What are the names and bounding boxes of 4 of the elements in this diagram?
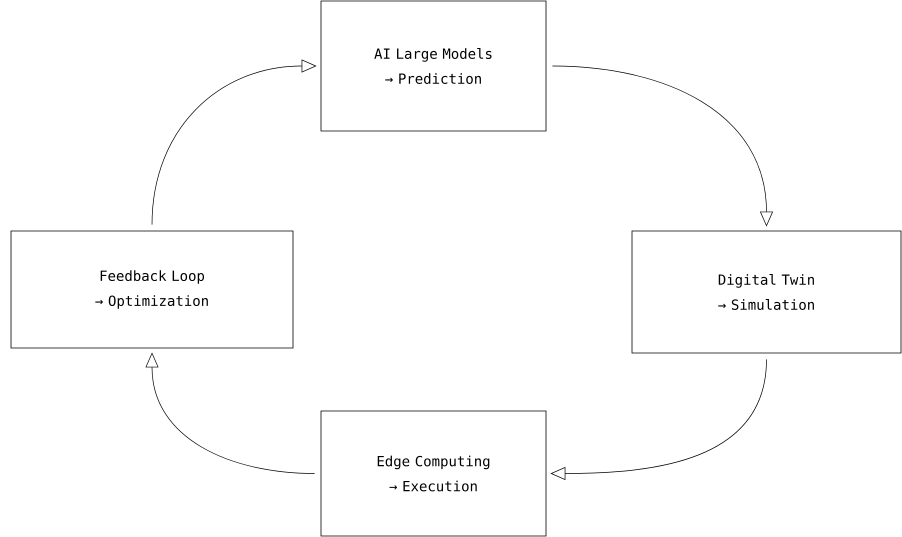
process-box: Digital Twin → Simulation <box>632 230 902 354</box>
process-box: Edge Computing → Execution <box>320 410 546 536</box>
process-box: AI Large Models → Prediction <box>320 0 546 132</box>
process-box: Feedback Loop → Optimization <box>10 230 294 348</box>
